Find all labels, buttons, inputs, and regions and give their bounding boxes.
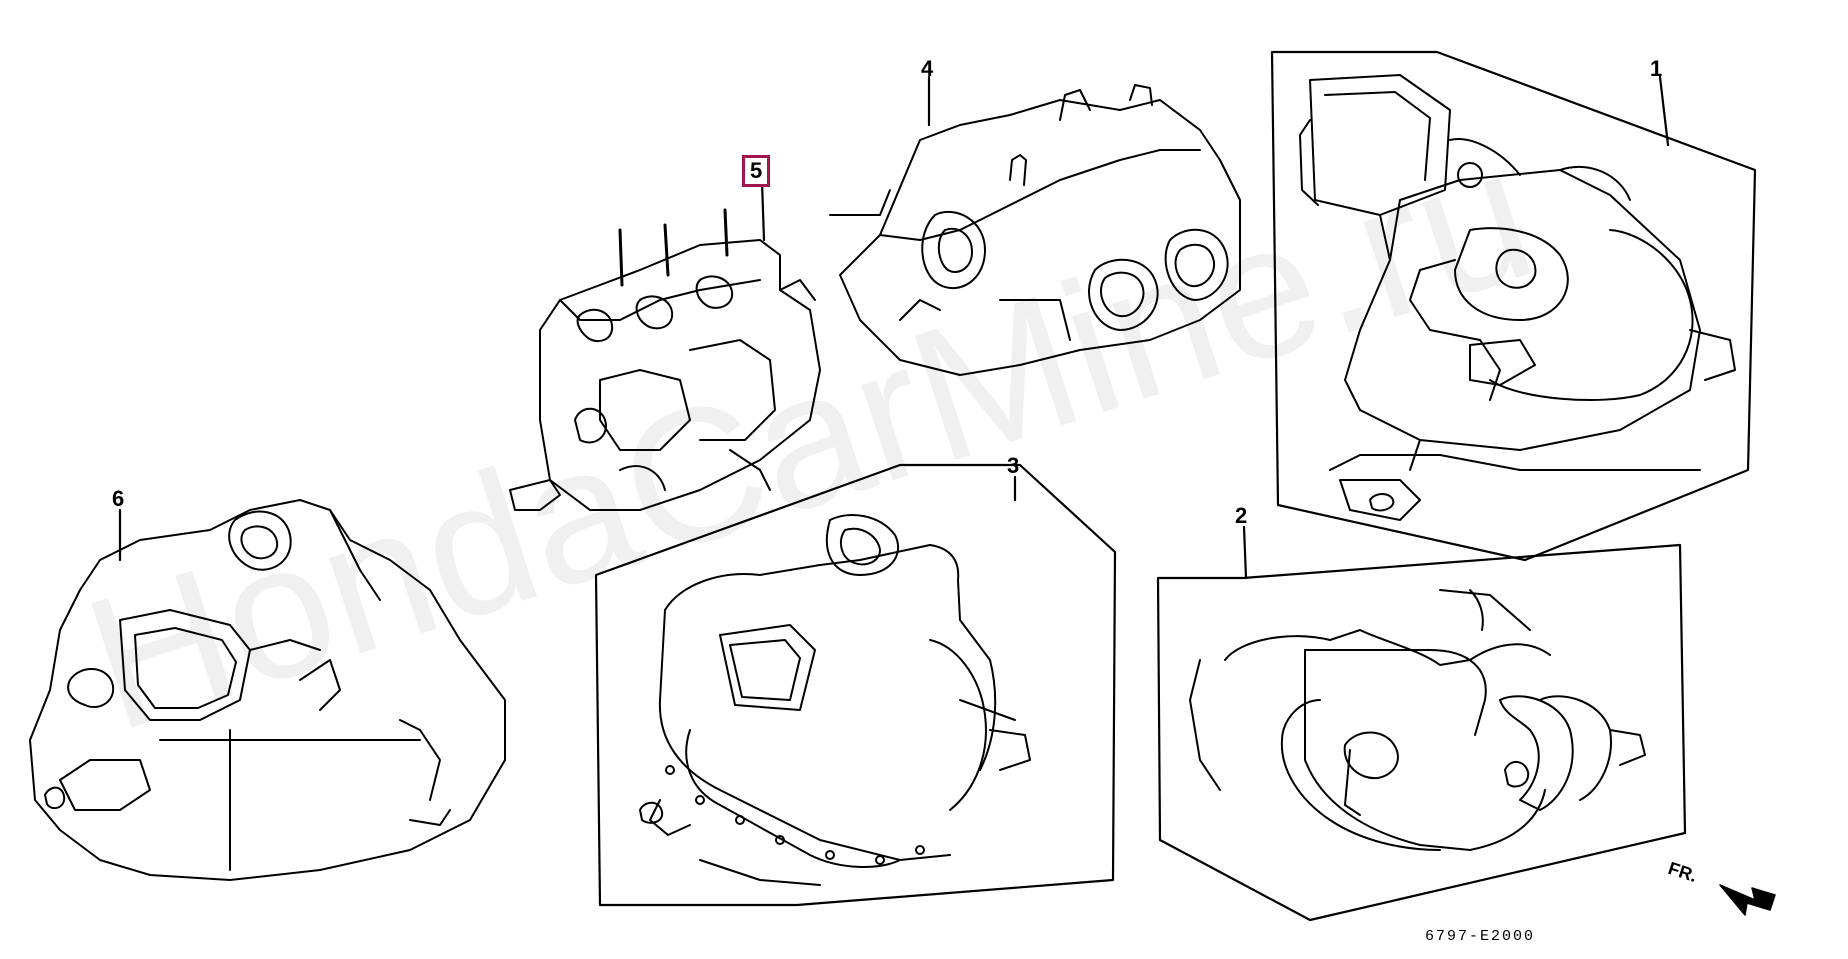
- callout-4[interactable]: 4: [921, 56, 934, 81]
- callout-6[interactable]: 6: [112, 486, 125, 511]
- leader-5: [760, 180, 766, 242]
- kit-frame-1: [1270, 50, 1757, 562]
- callout-1[interactable]: 1: [1650, 56, 1663, 81]
- transmission-assembly-6: [29, 499, 506, 881]
- fr-arrow-icon: [1719, 884, 1776, 916]
- engine-assembly-1: [1299, 74, 1736, 521]
- gasket-set-3: [639, 514, 1031, 886]
- leader-1: [1658, 75, 1670, 147]
- cylinder-head-5: [509, 208, 821, 511]
- diagram-code: 6797-E2000: [1425, 928, 1536, 945]
- kit-frame-2: [1156, 543, 1687, 922]
- kit-frame-3: [594, 463, 1117, 907]
- callout-3[interactable]: 3: [1007, 453, 1020, 478]
- leader-2: [1242, 525, 1248, 580]
- callout-5-highlighted[interactable]: 5: [742, 155, 771, 187]
- cylinder-block-4: [829, 84, 1241, 376]
- gasket-set-2: [1189, 589, 1646, 851]
- callout-2[interactable]: 2: [1235, 503, 1248, 528]
